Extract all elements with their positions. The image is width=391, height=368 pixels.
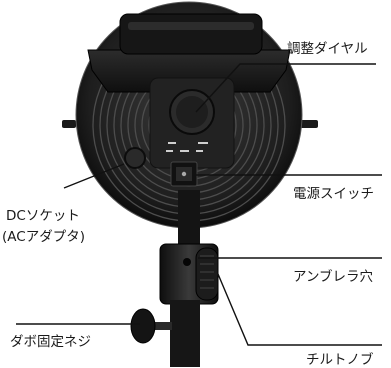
leader-lines	[16, 63, 382, 346]
panel-markings	[166, 142, 208, 152]
label-tilt-knob: チルトノブ	[306, 352, 374, 368]
label-dowel-screw: ダボ固定ネジ	[10, 334, 91, 350]
label-dc-socket-line2: (ACアダプタ)	[2, 229, 85, 245]
label-umbrella-hole: アンブレラ穴	[293, 269, 374, 285]
dowel-screw-knob	[130, 308, 156, 344]
neck	[178, 190, 200, 250]
stand-pole	[170, 300, 200, 367]
left-side-knob	[62, 120, 76, 128]
right-side-knob	[300, 120, 318, 128]
dowel-screw-shaft	[148, 322, 172, 330]
label-dc-socket-line1: DCソケット	[6, 208, 80, 224]
dc-socket	[124, 147, 146, 169]
top-handle	[119, 13, 263, 55]
top-bracket	[87, 49, 291, 93]
label-power-switch: 電源スイッチ	[293, 186, 374, 202]
label-adjustment-dial: 調整ダイヤル	[287, 41, 368, 57]
